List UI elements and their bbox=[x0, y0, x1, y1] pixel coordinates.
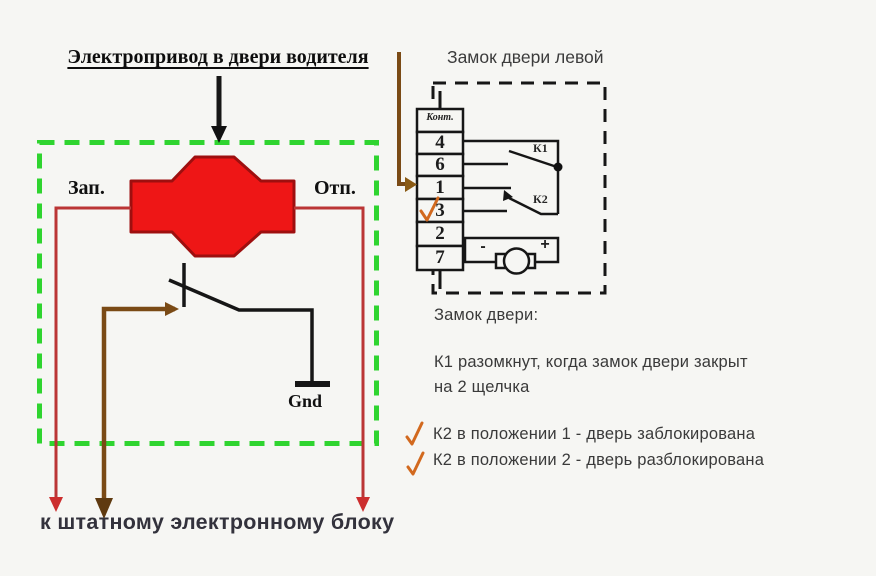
checkmark-k2pos2-icon bbox=[406, 451, 425, 476]
motor-minus-label: - bbox=[480, 238, 486, 255]
pin-number-7: 7 bbox=[435, 247, 445, 268]
note-k2-position2: К2 в положении 2 - дверь разблокирована bbox=[433, 451, 765, 469]
checkmark-k2pos1-icon bbox=[405, 421, 424, 446]
ground-label: Gnd bbox=[288, 391, 323, 411]
k2-pivot-arrow-icon bbox=[503, 190, 513, 201]
note-k1-line2: на 2 щелчка bbox=[434, 378, 530, 396]
pin-number-2: 2 bbox=[435, 223, 445, 244]
arrowhead-icon bbox=[95, 498, 113, 519]
lock-switch-circuit bbox=[463, 139, 563, 216]
lock-motor-symbol bbox=[463, 236, 560, 275]
pin-number-3: 3 bbox=[435, 200, 445, 221]
note-k1-line1: К1 разомкнут, когда замок двери закрыт bbox=[434, 353, 748, 371]
pin-number-4: 4 bbox=[435, 132, 445, 153]
arrowhead-icon bbox=[165, 302, 179, 316]
notes-heading: Замок двери: bbox=[434, 306, 539, 324]
pin-number-6: 6 bbox=[435, 154, 445, 175]
bottom-wires-label: к штатному электронному блоку bbox=[40, 510, 395, 534]
k1-switch-blade bbox=[508, 149, 558, 169]
pin1-annotation-arrow bbox=[397, 52, 417, 192]
actuator-unlock-label: Отп. bbox=[314, 177, 356, 199]
lock-dashed-boundary bbox=[431, 81, 607, 295]
down-arrow-icon bbox=[211, 76, 227, 143]
actuator-lock-label: Зап. bbox=[68, 177, 105, 199]
checkmark-pin3-icon bbox=[419, 196, 440, 222]
k1-switch-label: К1 bbox=[533, 141, 548, 155]
door-actuator-shape bbox=[129, 155, 296, 258]
lock-wire-red bbox=[49, 206, 131, 512]
diagram-title: Электропривод в двери водителя bbox=[67, 46, 369, 68]
motor-plus-label: + bbox=[540, 236, 550, 253]
lock-unit-title: Замок двери левой bbox=[447, 47, 604, 67]
limit-switch-symbol bbox=[168, 263, 330, 387]
k1-contact-dot bbox=[553, 162, 563, 172]
arrowhead-icon bbox=[49, 497, 63, 512]
k2-switch-label: К2 bbox=[533, 192, 548, 206]
unlock-wire-red bbox=[294, 206, 370, 512]
arrowhead-icon bbox=[356, 497, 370, 512]
note-k2-position1: К2 в положении 1 - дверь заблокирована bbox=[433, 425, 756, 443]
arrowhead-icon bbox=[405, 177, 417, 192]
ground-wire-brown bbox=[95, 302, 179, 519]
connector-header: Конт. bbox=[426, 112, 454, 123]
k2-switch-blade bbox=[508, 196, 558, 216]
pin-number-1: 1 bbox=[435, 177, 445, 198]
green-dashed-boundary bbox=[37, 140, 379, 446]
